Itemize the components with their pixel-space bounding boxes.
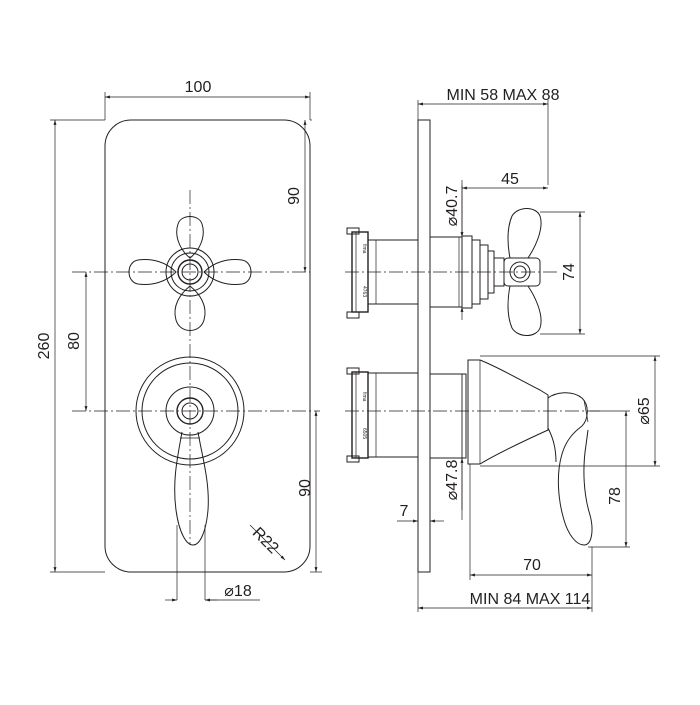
upper-cartridge-code: 4763 [361,286,367,297]
lever-handle [135,356,245,546]
dim-lower-body-diameter: ⌀47.8 [444,460,461,501]
dim-depth-range: MIN 58 MAX 88 [447,87,560,104]
dim-corner-radius: R22 [249,524,282,557]
dim-upper-body-diameter: ⌀40.7 [444,186,461,227]
dim-overall-depth-range: MIN 84 MAX 114 [470,591,591,608]
cross-handle [128,216,252,331]
dim-lower-handle-length: 70 [523,557,541,574]
cover-plate [104,119,311,573]
upper-assembly: fima 4763 [346,208,542,336]
dim-lower-handle-height: 78 [607,487,624,505]
dim-upper-knob-offset: 45 [501,171,519,188]
dim-total-height: 260 [36,333,53,360]
front-view: 100 260 90 80 90 R22 ⌀18 [36,79,322,602]
upper-cartridge-brand: fima [361,244,367,254]
dim-plate-width: 100 [185,79,212,96]
dim-lower-axis-to-bottom: 90 [297,479,314,497]
dim-plate-thickness: 7 [400,503,409,520]
dim-lower-cap-diameter: ⌀65 [636,397,653,425]
lower-cartridge-brand: fima [361,392,367,402]
dim-upper-handle-height: 74 [561,263,578,281]
lower-assembly: fima 6505 [346,359,593,546]
dim-spout-diameter: ⌀18 [224,583,252,600]
side-view: fima 4763 f [345,87,660,612]
dim-axis-spacing: 80 [66,332,83,350]
lower-cartridge-code: 6505 [361,428,367,439]
dim-top-to-upper-axis: 90 [286,187,303,205]
side-plate [417,119,431,573]
